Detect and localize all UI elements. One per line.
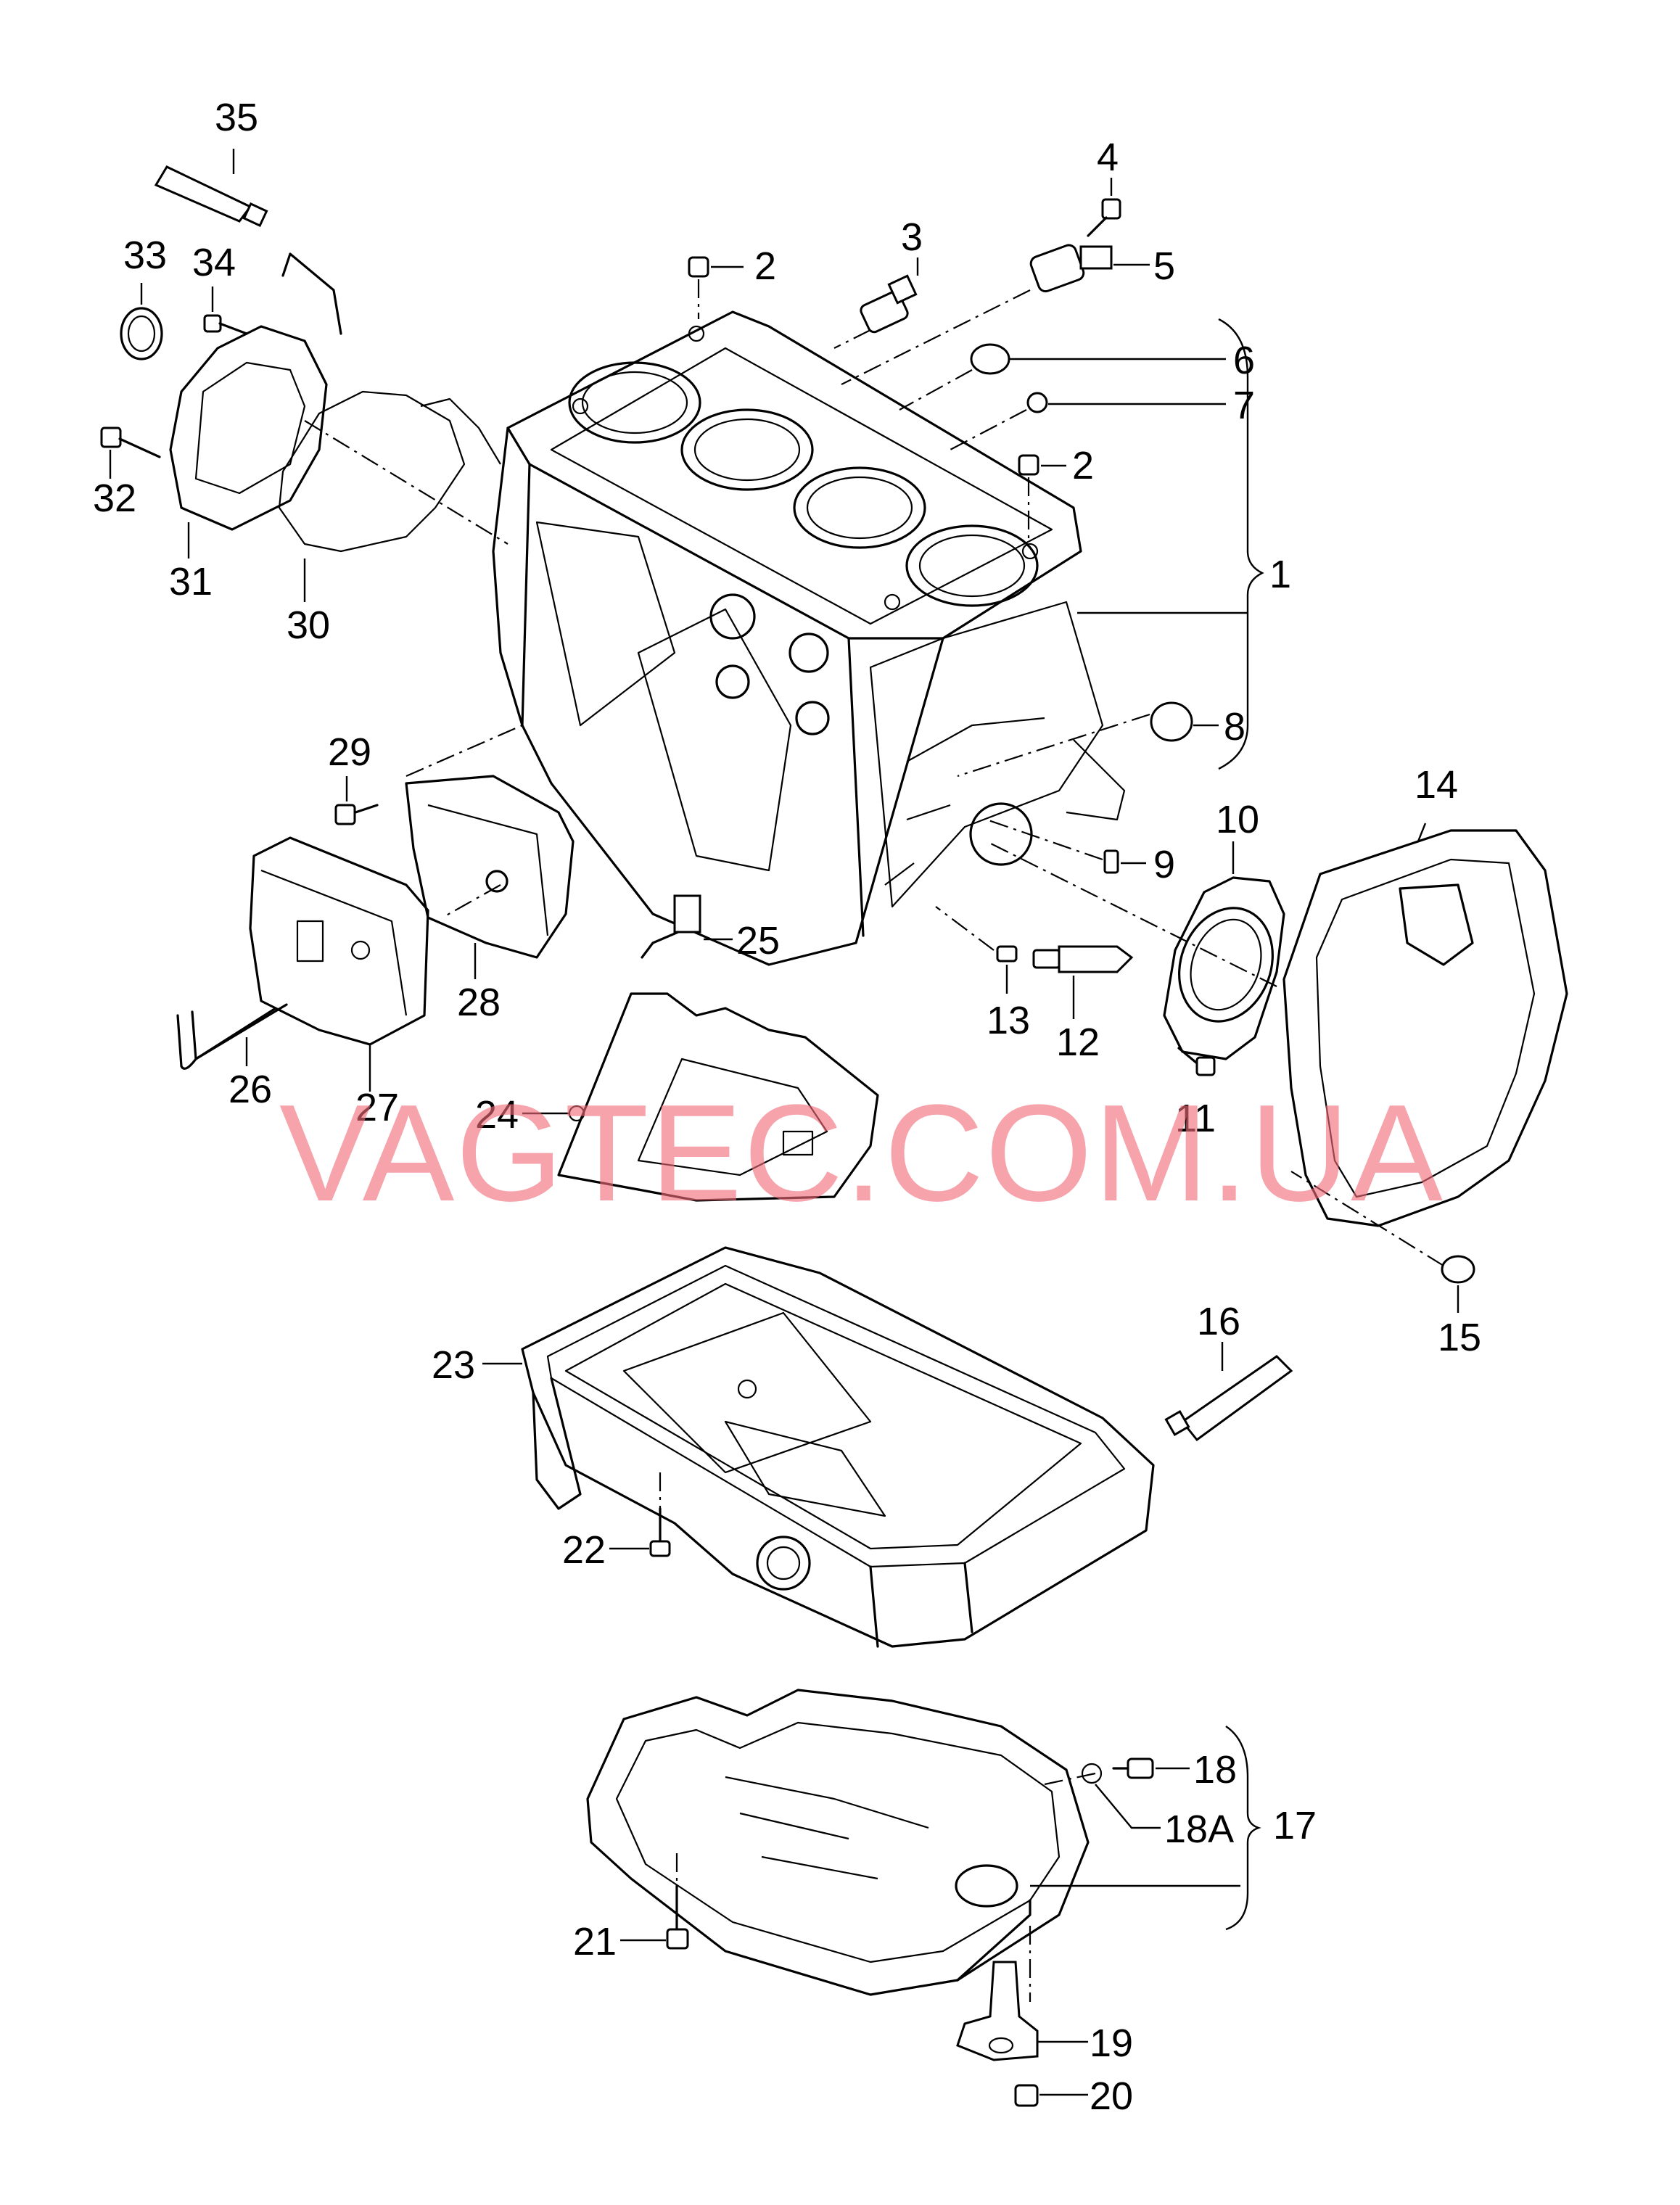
dowel-sleeve-15: 15: [1290, 1171, 1481, 1359]
label-10: 10: [1216, 798, 1259, 841]
seal-flange-10: 10: [986, 798, 1285, 1060]
label-2b: 2: [1072, 444, 1094, 487]
bolt-11: 11: [1175, 1047, 1216, 1140]
label-1: 1: [1269, 553, 1291, 596]
sealant-tube-16: 16: [1164, 1300, 1293, 1442]
oil-pressure-switch-5: 5: [841, 244, 1175, 385]
bolt-29: 29: [328, 730, 379, 825]
flange-28: 28: [405, 724, 575, 1024]
label-15: 15: [1438, 1316, 1481, 1359]
label-23: 23: [432, 1343, 475, 1387]
plug-7: 7: [950, 384, 1255, 450]
label-9: 9: [1153, 843, 1175, 886]
label-22: 22: [562, 1528, 606, 1572]
label-31: 31: [169, 560, 213, 603]
oil-level-sender-19: 19: [956, 1926, 1133, 2065]
label-13: 13: [987, 999, 1030, 1042]
label-14: 14: [1415, 763, 1458, 807]
label-12: 12: [1056, 1021, 1100, 1064]
label-7: 7: [1233, 384, 1255, 427]
speed-sender-12: 12: [1032, 945, 1134, 1064]
gasket-30: 30: [278, 390, 501, 647]
label-32: 32: [93, 477, 136, 520]
sealing-cap-8: 8: [957, 701, 1245, 778]
label-4: 4: [1097, 136, 1119, 179]
label-2a: 2: [754, 244, 776, 288]
label-19: 19: [1090, 2021, 1133, 2065]
label-33: 33: [123, 234, 167, 277]
seal-ring-33: 33: [120, 234, 167, 360]
label-20: 20: [1090, 2074, 1133, 2118]
cover-27: 27: [249, 836, 429, 1129]
label-18: 18: [1193, 1748, 1237, 1792]
sealing-plug-6: 6: [899, 339, 1255, 411]
label-18a: 18A: [1164, 1808, 1234, 1851]
label-35: 35: [215, 96, 258, 139]
label-3: 3: [901, 215, 923, 259]
label-11: 11: [1175, 1097, 1216, 1140]
bracket-1: 1: [1077, 318, 1291, 770]
bolt-20: 20: [1014, 2074, 1133, 2118]
lower-oil-sump-17: 17: [586, 1689, 1317, 1996]
dowel-sleeve-2b: 2: [1018, 444, 1094, 540]
watermark: VAGTEC.COM.UA: [279, 1076, 1444, 1230]
bolt-22: 22: [562, 1472, 671, 1572]
label-27: 27: [355, 1086, 399, 1129]
label-17: 17: [1273, 1804, 1317, 1847]
label-28: 28: [457, 981, 501, 1024]
sealant-tube-35: 35: [154, 96, 268, 228]
baffle-plate-24: 24: [475, 992, 879, 1202]
oil-spray-jet-3: 3: [833, 215, 923, 349]
bolt-34: 34: [192, 241, 248, 335]
dowel-sleeve-2a: 2: [688, 244, 776, 319]
label-6: 6: [1233, 339, 1255, 382]
drain-plug-18: 18: [1044, 1748, 1237, 1792]
label-29: 29: [328, 730, 371, 774]
engine-block: [492, 310, 1126, 966]
hose-26: 26: [176, 1003, 288, 1111]
label-24: 24: [475, 1093, 519, 1137]
seal-18a: 18A: [1081, 1763, 1234, 1851]
upper-oil-sump-23: 23: [432, 1246, 1155, 1648]
label-26: 26: [228, 1068, 272, 1111]
label-34: 34: [192, 241, 236, 284]
label-8: 8: [1224, 705, 1245, 749]
bolt-32: 32: [93, 426, 161, 520]
bolt-13: 13: [935, 906, 1030, 1042]
dowel-pin-9: 9: [986, 818, 1175, 886]
label-16: 16: [1197, 1300, 1240, 1343]
oil-spray-jet-25: 25: [641, 894, 780, 963]
label-25: 25: [736, 919, 780, 963]
label-30: 30: [287, 603, 330, 647]
label-5: 5: [1153, 244, 1175, 288]
intermediate-plate-14: 14: [1282, 763, 1568, 1227]
bolt-4: 4: [1087, 136, 1121, 237]
bolt-21: 21: [573, 1853, 689, 1963]
label-21: 21: [573, 1920, 617, 1963]
